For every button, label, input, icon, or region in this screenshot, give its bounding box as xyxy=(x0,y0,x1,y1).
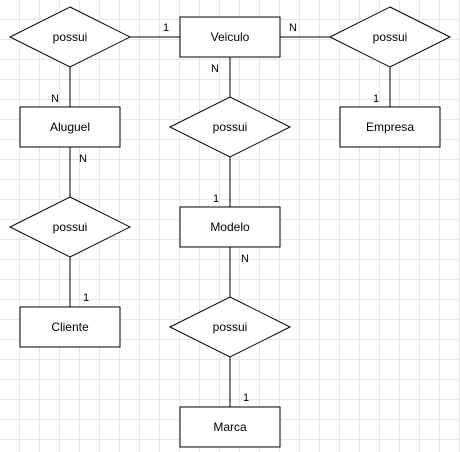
cardinality-label: 1 xyxy=(213,193,219,205)
entity-modelo[interactable]: Modelo xyxy=(179,206,281,248)
cardinality-label: N xyxy=(289,22,297,34)
entity-aluguel[interactable]: Aluguel xyxy=(19,106,121,148)
cardinality-label: N xyxy=(51,93,59,105)
relationship-veiculo-modelo[interactable]: possui xyxy=(168,96,292,158)
entity-label: Empresa xyxy=(366,120,414,134)
cardinality-label: N xyxy=(241,253,249,265)
cardinality-label: 1 xyxy=(163,22,169,34)
entity-label: Veiculo xyxy=(211,30,250,44)
cardinality-label: N xyxy=(79,153,87,165)
relationship-label: possui xyxy=(53,30,88,44)
cardinality-label: N xyxy=(211,63,219,75)
entity-veiculo[interactable]: Veiculo xyxy=(179,16,281,58)
cardinality-label: 1 xyxy=(83,292,89,304)
cardinality-label: 1 xyxy=(373,93,379,105)
relationship-veiculo-aluguel[interactable]: possui xyxy=(8,6,132,68)
cardinalities: 1 N N 1 N 1 N 1 N 1 xyxy=(51,22,379,404)
cardinality-label: 1 xyxy=(243,392,249,404)
relationship-label: possui xyxy=(213,120,248,134)
entity-label: Cliente xyxy=(51,320,89,334)
entity-cliente[interactable]: Cliente xyxy=(19,306,121,348)
entity-marca[interactable]: Marca xyxy=(179,406,281,448)
relationship-modelo-marca[interactable]: possui xyxy=(168,296,292,358)
relationship-veiculo-empresa[interactable]: possui xyxy=(328,6,452,68)
relationship-label: possui xyxy=(213,320,248,334)
entity-label: Modelo xyxy=(210,220,250,234)
relationship-aluguel-cliente[interactable]: possui xyxy=(8,196,132,258)
connectors xyxy=(69,36,391,407)
relationship-label: possui xyxy=(373,30,408,44)
relationship-label: possui xyxy=(53,220,88,234)
entity-label: Aluguel xyxy=(50,120,90,134)
entity-label: Marca xyxy=(213,420,247,434)
entity-empresa[interactable]: Empresa xyxy=(339,106,441,148)
